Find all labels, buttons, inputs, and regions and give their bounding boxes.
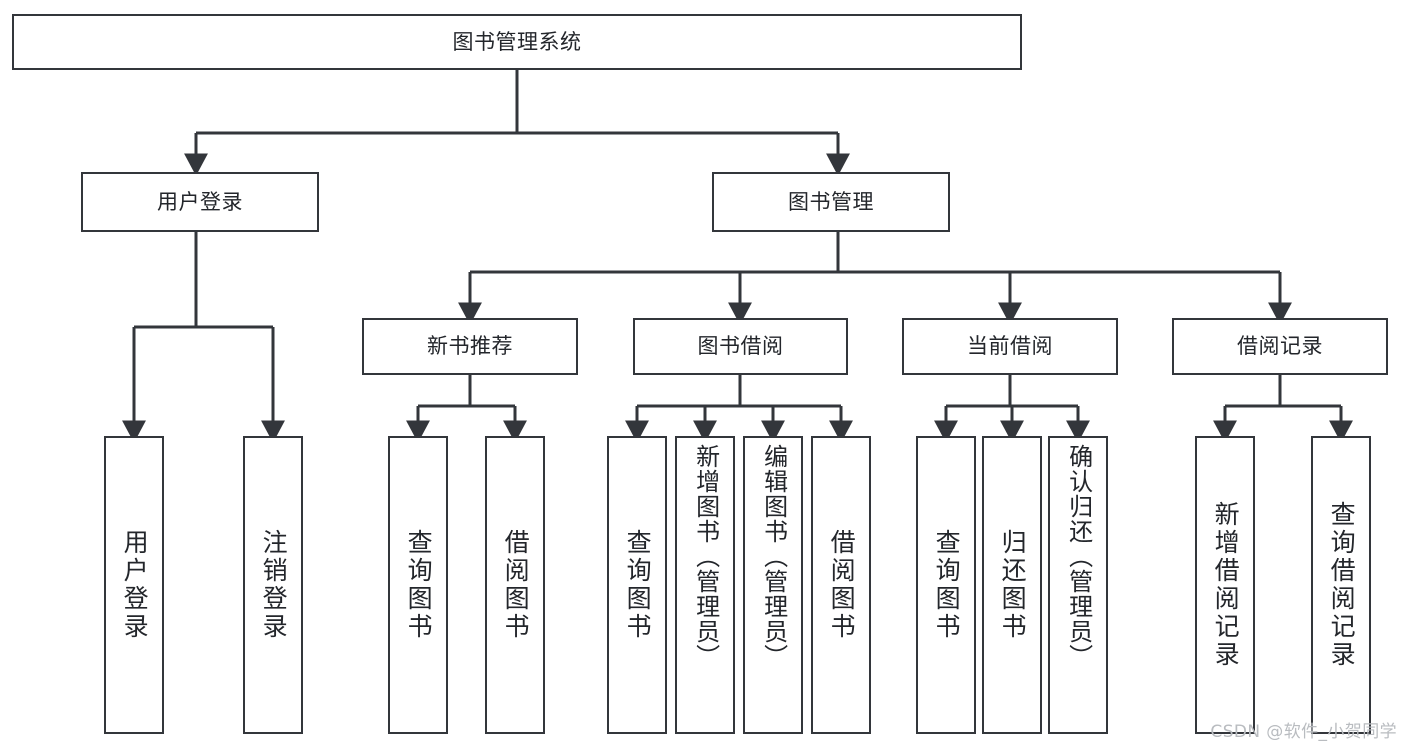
node-label: 查询图书	[932, 529, 962, 641]
leaf-borrow-record-query-record[interactable]: 查询借阅记录	[1311, 436, 1371, 734]
node-label: 查询图书	[404, 529, 434, 641]
leaf-current-borrow-return-book[interactable]: 归还图书	[982, 436, 1042, 734]
node-book-management[interactable]: 图书管理	[712, 172, 950, 232]
node-label: 图书管理系统	[452, 29, 582, 54]
node-borrow-record[interactable]: 借阅记录	[1172, 318, 1388, 375]
node-label: 用户登录	[157, 189, 243, 214]
node-current-borrow[interactable]: 当前借阅	[902, 318, 1118, 375]
leaf-borrow-record-add-record[interactable]: 新增借阅记录	[1195, 436, 1255, 734]
node-label: 新增图书（管理员）	[691, 444, 720, 669]
node-label: 查询借阅记录	[1327, 501, 1357, 669]
node-label: 新书推荐	[427, 334, 513, 359]
node-label: 借阅图书	[827, 529, 857, 641]
node-label: 图书管理	[788, 189, 874, 214]
leaf-current-borrow-query-book[interactable]: 查询图书	[916, 436, 976, 734]
node-label: 归还图书	[998, 529, 1028, 641]
leaf-new-book-query-book[interactable]: 查询图书	[388, 436, 448, 734]
leaf-book-borrow-edit-book-admin[interactable]: 编辑图书（管理员）	[743, 436, 803, 734]
node-label: 借阅图书	[501, 529, 531, 641]
node-label: 图书借阅	[697, 334, 784, 359]
node-label: 查询图书	[623, 529, 653, 641]
csdn-watermark: CSDN @软件_小贺同学	[1210, 722, 1397, 742]
node-label: 新增借阅记录	[1211, 501, 1241, 669]
leaf-user-login-login[interactable]: 用户登录	[104, 436, 164, 734]
leaf-user-login-logout[interactable]: 注销登录	[243, 436, 303, 734]
leaf-current-borrow-confirm-return-admin[interactable]: 确认归还（管理员）	[1048, 436, 1108, 734]
node-label: 当前借阅	[967, 334, 1053, 359]
node-label: 编辑图书（管理员）	[759, 444, 788, 669]
node-label: 确认归还（管理员）	[1064, 444, 1093, 669]
node-label: 借阅记录	[1237, 334, 1323, 359]
node-user-login[interactable]: 用户登录	[81, 172, 319, 232]
leaf-book-borrow-add-book-admin[interactable]: 新增图书（管理员）	[675, 436, 735, 734]
node-book-borrow[interactable]: 图书借阅	[633, 318, 848, 375]
node-label: 注销登录	[259, 529, 289, 641]
node-label: 用户登录	[120, 529, 150, 641]
leaf-new-book-borrow-book[interactable]: 借阅图书	[485, 436, 545, 734]
node-new-book-recommend[interactable]: 新书推荐	[362, 318, 578, 375]
leaf-book-borrow-borrow-book[interactable]: 借阅图书	[811, 436, 871, 734]
node-root-book-management-system[interactable]: 图书管理系统	[12, 14, 1022, 70]
leaf-book-borrow-query-book[interactable]: 查询图书	[607, 436, 667, 734]
